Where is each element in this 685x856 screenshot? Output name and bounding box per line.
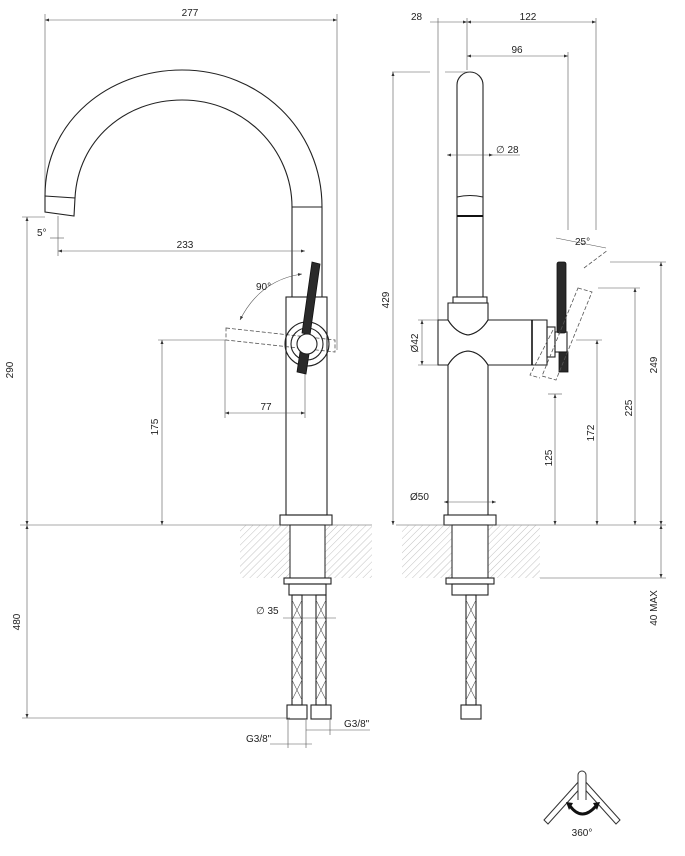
dim-90deg: 90° [256, 282, 271, 293]
dim-429: 429 [381, 291, 392, 308]
dim-42: Ø42 [410, 333, 421, 352]
front-view: 277 5° 233 90° 290 175 [5, 8, 372, 748]
side-view: 28 122 96 ∅ 28 25° Ø42 [381, 12, 666, 720]
hoses [286, 594, 332, 720]
dim-290: 290 [5, 361, 16, 378]
dim-96: 96 [511, 45, 523, 56]
spout-tube [456, 71, 484, 297]
mixer-body [437, 319, 548, 366]
dim-28-diameter: ∅ 28 [496, 145, 519, 156]
dim-233: 233 [177, 240, 194, 251]
thread-right: G3/8" [344, 719, 370, 730]
dim-5deg: 5° [37, 228, 47, 239]
dim-28: 28 [411, 12, 423, 23]
dim-175: 175 [150, 418, 161, 435]
dim-25deg: 25° [575, 237, 590, 248]
dim-480: 480 [12, 613, 23, 630]
spout-inner [74, 99, 293, 297]
lever-ghost [225, 327, 336, 353]
dim-125: 125 [544, 449, 555, 466]
dim-277: 277 [182, 8, 199, 19]
dim-122: 122 [520, 12, 537, 23]
dim-225: 225 [624, 399, 635, 416]
dim-50: Ø50 [410, 492, 429, 503]
rotation-360-icon: 360° [543, 770, 621, 839]
dim-249: 249 [649, 356, 660, 373]
dim-172: 172 [586, 424, 597, 441]
dim-40max: 40 MAX [649, 590, 660, 626]
spout-outer [44, 69, 323, 297]
aerator [44, 195, 76, 217]
rotation-label: 360° [572, 828, 593, 839]
lever-side [556, 261, 567, 334]
dim-77: 77 [260, 402, 272, 413]
thread-left: G3/8" [246, 734, 272, 745]
dim-35: ∅ 35 [256, 606, 279, 617]
